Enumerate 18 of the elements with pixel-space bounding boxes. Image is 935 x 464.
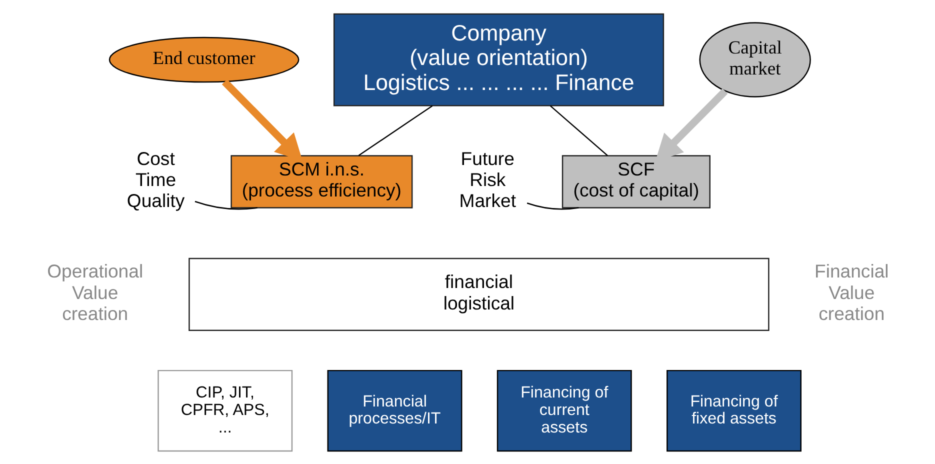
node-text: Future Risk Market bbox=[459, 148, 516, 211]
node-ellipse: Capital market bbox=[699, 22, 811, 97]
node-text: Cost Time Quality bbox=[126, 148, 185, 211]
node-box: SCM i.n.s. (process efficiency) bbox=[230, 154, 413, 208]
node-box: CIP, JIT, CPFR, APS, ... bbox=[158, 369, 293, 452]
node-box: Financing of current assets bbox=[496, 369, 632, 452]
connector bbox=[358, 104, 433, 156]
label: Operational Value creation bbox=[47, 260, 144, 324]
node-box: Financial processes/IT bbox=[327, 369, 462, 452]
connector bbox=[526, 202, 579, 210]
label: Financial Value creation bbox=[814, 260, 889, 324]
connector bbox=[550, 104, 608, 156]
node-box: Company (value orientation) Logistics ... ... ... ... Finance bbox=[333, 12, 664, 106]
node-box: SCF (cost of capital) bbox=[562, 154, 710, 208]
node-box: financial logistical bbox=[188, 257, 770, 330]
node-ellipse: End customer bbox=[108, 36, 300, 82]
node-box: Financing of fixed assets bbox=[666, 369, 802, 452]
connector bbox=[194, 200, 258, 210]
